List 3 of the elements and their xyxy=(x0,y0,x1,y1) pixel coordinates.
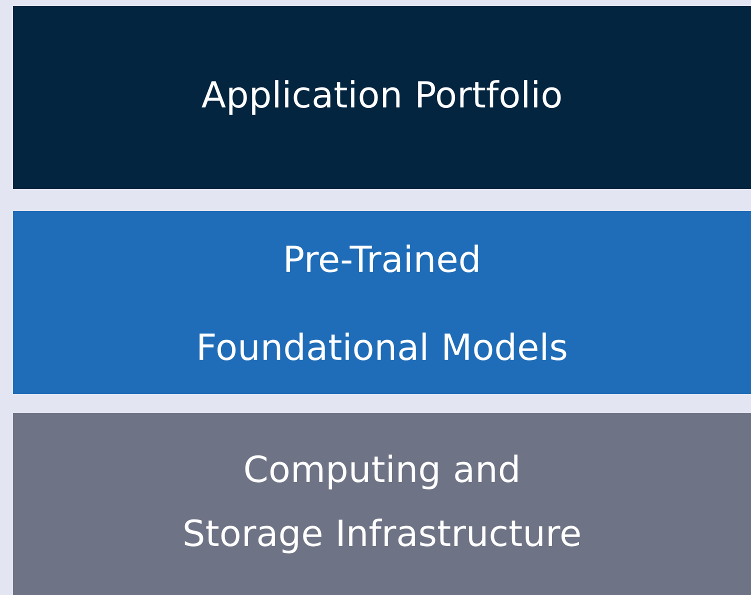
layer-band: Pre-Trained Foundational Models xyxy=(13,211,751,394)
layer-band: Computing and Storage Infrastructure xyxy=(13,413,751,595)
layer-band: Application Portfolio xyxy=(13,6,751,189)
